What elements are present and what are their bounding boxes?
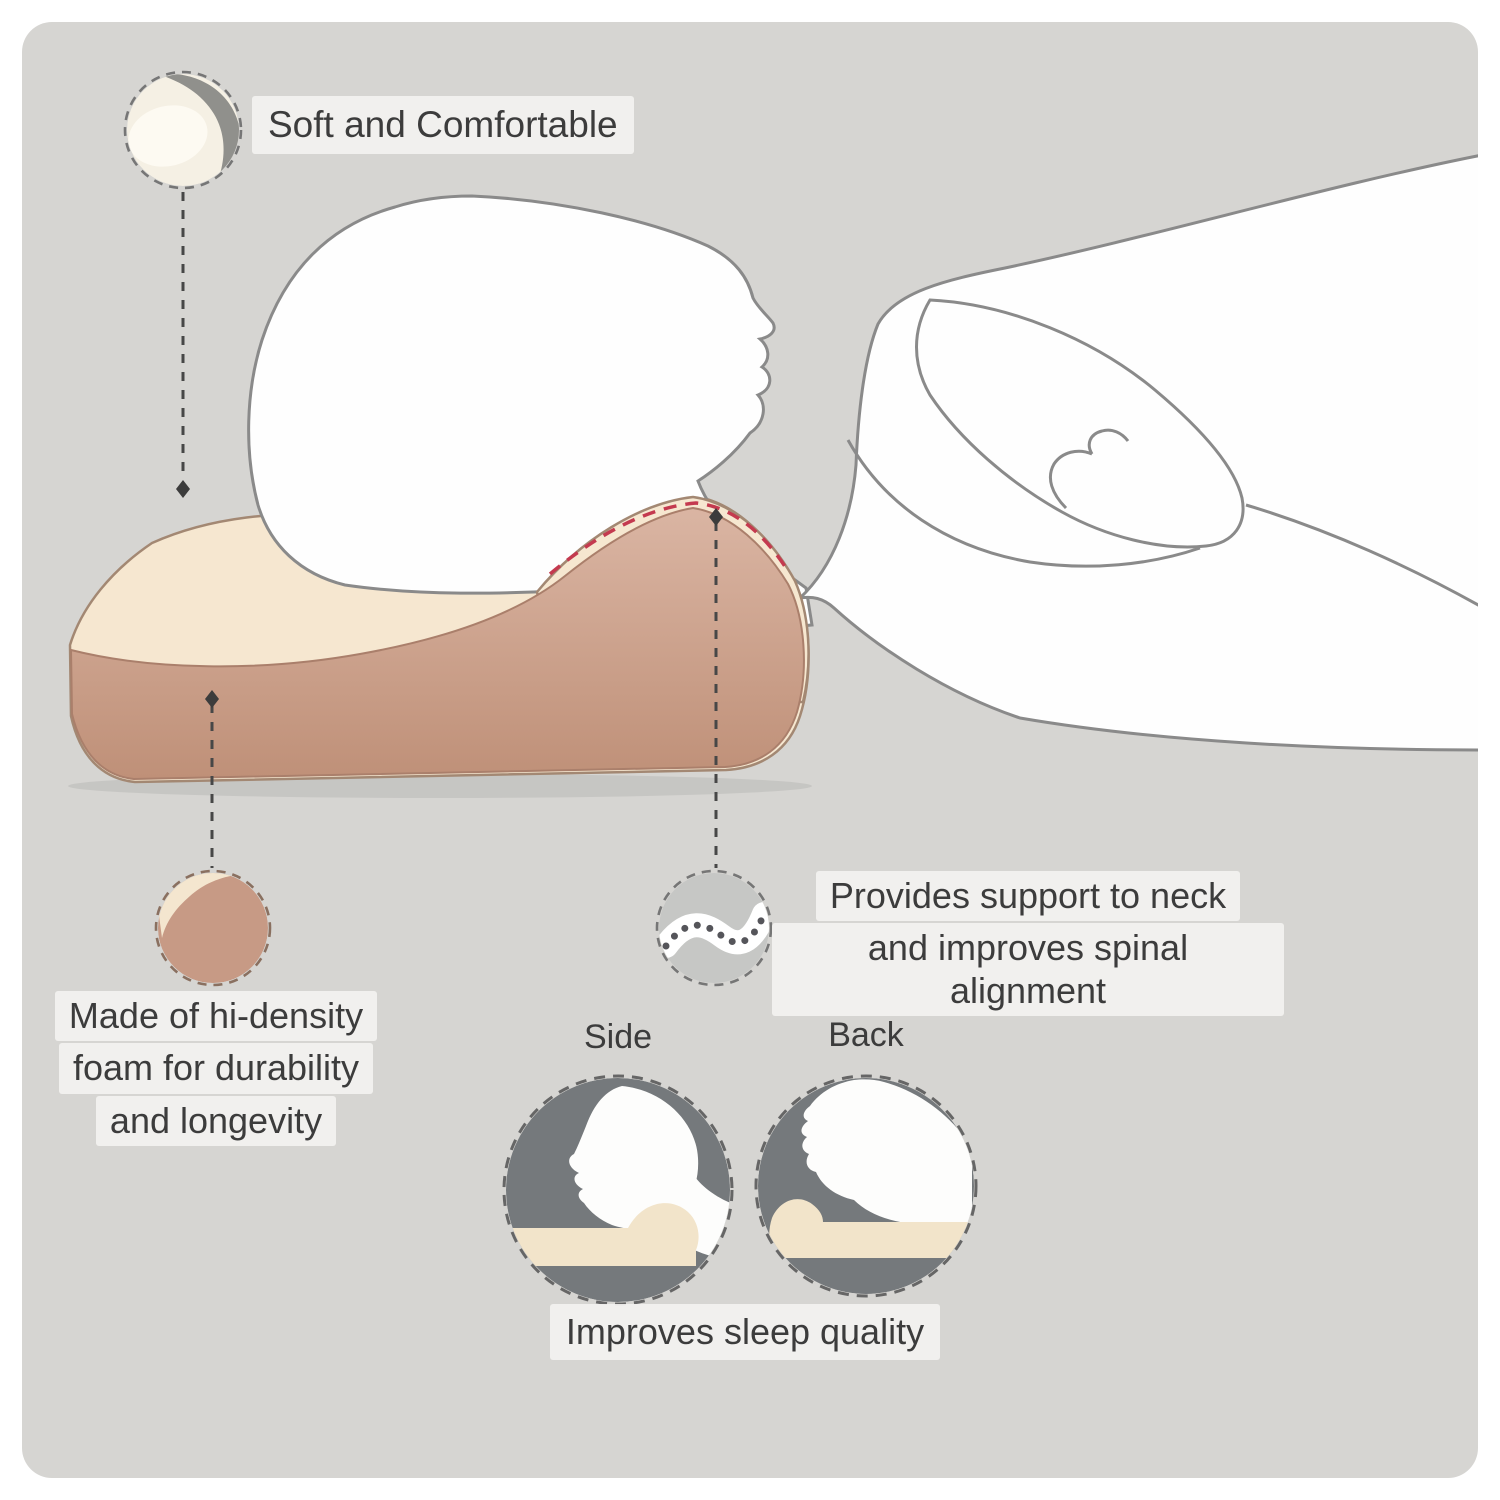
person-chest-line <box>846 439 1201 568</box>
side-position-label: Side <box>583 1018 653 1056</box>
pillow-corner-icon <box>123 70 243 190</box>
foam-line-3: and longevity <box>95 1095 337 1147</box>
support-line-1: Provides support to neck <box>815 871 1241 922</box>
spine-icon <box>655 869 773 987</box>
sleeping-person-illustration <box>247 153 1478 752</box>
support-line-2: and improves spinal alignment <box>772 923 1284 1017</box>
callout-diamond-markers <box>176 480 723 708</box>
pillow-front-face <box>69 506 805 781</box>
soft-comfortable-text: Soft and Comfortable <box>252 96 634 154</box>
back-position-label: Back <box>828 1016 904 1054</box>
sleep-quality-label: Improves sleep quality <box>500 1304 990 1361</box>
person-arm <box>915 298 1245 549</box>
person-hand <box>1049 428 1130 510</box>
foam-label: Made of hi-density foam for durability a… <box>40 990 392 1147</box>
callout-connectors <box>181 192 718 868</box>
pillow-neck-hump <box>69 495 810 781</box>
side-position-icon <box>502 1074 734 1306</box>
person-far-arm-line <box>1245 503 1478 608</box>
neck-curve-accent-line <box>548 501 788 576</box>
soft-comfortable-label: Soft and Comfortable <box>252 96 634 154</box>
foam-line-2: foam for durability <box>58 1043 374 1094</box>
neck-support-label: Provides support to neck and improves sp… <box>772 870 1284 1017</box>
back-position-icon <box>754 1074 978 1298</box>
sleep-quality-text: Improves sleep quality <box>549 1304 941 1361</box>
foam-line-1: Made of hi-density <box>54 991 378 1042</box>
